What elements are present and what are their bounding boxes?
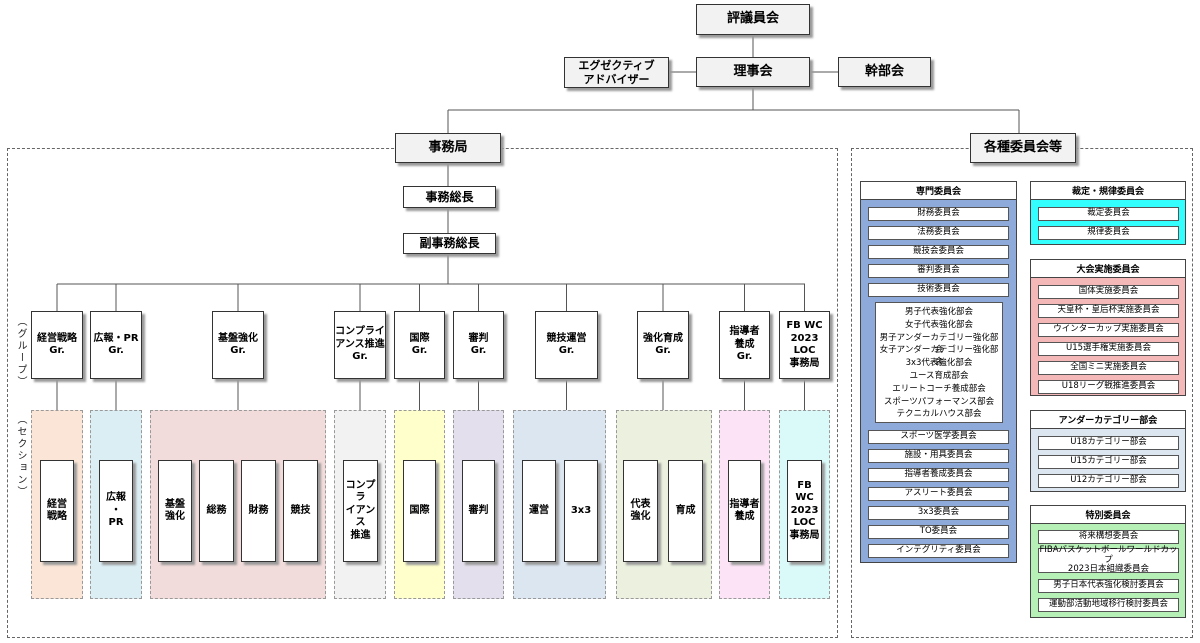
group-box: 基盤強化 Gr. bbox=[212, 311, 264, 379]
group-box: 広報・PR Gr. bbox=[90, 311, 142, 379]
panel-title: 裁定・規律委員会 bbox=[1031, 182, 1185, 200]
committee-item: 審判委員会 bbox=[868, 264, 1009, 278]
section-box: 競技 bbox=[283, 460, 318, 562]
section-box: 指導者 養成 bbox=[728, 460, 761, 562]
council-box: 評議員会 bbox=[696, 4, 810, 35]
committee-item: スポーツ医学委員会 bbox=[868, 430, 1009, 444]
executive-box: 幹部会 bbox=[838, 57, 931, 87]
section-box: コンプラ イアンス 推進 bbox=[343, 460, 378, 562]
section-box: 3x3 bbox=[564, 460, 598, 562]
committee-item: U18リーグ戦推進委員会 bbox=[1038, 380, 1179, 394]
sub-committee-item: 男子アンダーカテゴリー強化部会 bbox=[879, 332, 999, 355]
committee-item: 指導者養成委員会 bbox=[868, 468, 1009, 482]
committee-item: TO委員会 bbox=[868, 525, 1009, 539]
section-label: （セクション） bbox=[15, 414, 26, 498]
committee-item: アスリート委員会 bbox=[868, 487, 1009, 501]
committee-item: U18カテゴリー部会 bbox=[1038, 436, 1179, 450]
sub-committee-item: 男子代表強化部会 bbox=[904, 307, 973, 317]
section-box: 基盤 強化 bbox=[158, 460, 192, 562]
section-box: 総務 bbox=[199, 460, 234, 562]
group-box: 競技運営 Gr. bbox=[535, 311, 598, 379]
sub-committee-item: スポーツパフォーマンス部会 bbox=[883, 396, 995, 407]
panel-title: アンダーカテゴリー部会 bbox=[1031, 411, 1185, 429]
board-box: 理事会 bbox=[696, 57, 810, 87]
group-box: 経営戦略 Gr. bbox=[31, 311, 83, 379]
sub-committee-box: 男子代表強化部会女子代表強化部会男子アンダーカテゴリー強化部会女子アンダーカテゴ… bbox=[875, 302, 1003, 423]
committee-item: 運動部活動地域移行検討委員会 bbox=[1038, 598, 1179, 612]
sub-committee-item: エリートコーチ養成部会 bbox=[892, 383, 986, 394]
group-box: 国際 Gr. bbox=[394, 311, 445, 379]
panel-title: 特別委員会 bbox=[1031, 506, 1185, 524]
committee-item: 裁定委員会 bbox=[1038, 207, 1179, 221]
committee-item: 将来構想委員会 bbox=[1038, 530, 1179, 544]
panel-under: アンダーカテゴリー部会 U18カテゴリー部会 U15カテゴリー部会 U12カテゴリー部… bbox=[1030, 410, 1186, 492]
committee-item: 施設・用具委員会 bbox=[868, 449, 1009, 463]
committee-item: 財務委員会 bbox=[868, 207, 1009, 221]
section-box: 財務 bbox=[241, 460, 276, 562]
deputy-secretary-general-box: 副事務総長 bbox=[403, 233, 496, 254]
committee-item: 全国ミニ実施委員会 bbox=[1038, 361, 1179, 375]
committee-item: 3x3委員会 bbox=[868, 506, 1009, 520]
committee-item: U15選手権実施委員会 bbox=[1038, 342, 1179, 356]
committee-item: 男子日本代表強化検討委員会 bbox=[1038, 579, 1179, 593]
sub-committee-item: ユース育成部会 bbox=[909, 371, 969, 381]
committee-item: インテグリティ委員会 bbox=[868, 544, 1009, 558]
sub-committee-item: 3x3代表強化部会 bbox=[905, 358, 973, 369]
panel-title: 大会実施委員会 bbox=[1031, 260, 1185, 278]
panel-senmon: 専門委員会財務委員会法務委員会競技会委員会審判委員会技術委員会男子代表強化部会女… bbox=[860, 181, 1017, 563]
secretary-general-box: 事務総長 bbox=[403, 186, 496, 208]
committee-item: 規律委員会 bbox=[1038, 226, 1179, 240]
committee-item: U15カテゴリー部会 bbox=[1038, 455, 1179, 469]
committee-item: 技術委員会 bbox=[868, 283, 1009, 297]
group-box: コンプライ アンス推進 Gr. bbox=[334, 311, 386, 379]
sub-committee-item: 女子アンダーカテゴリー強化部会 bbox=[879, 345, 999, 368]
sub-committee-item: 女子代表強化部会 bbox=[904, 319, 973, 330]
group-box: 強化育成 Gr. bbox=[637, 311, 689, 379]
section-box: FB WC 2023 LOC 事務局 bbox=[787, 460, 822, 562]
committee-item: 競技会委員会 bbox=[868, 245, 1009, 259]
panel-saitei: 裁定・規律委員会裁定委員会規律委員会 bbox=[1030, 181, 1186, 245]
group-label: （グループ） bbox=[15, 316, 26, 388]
committee-item: 法務委員会 bbox=[868, 226, 1009, 240]
committee-item: 国体実施委員会 bbox=[1038, 285, 1179, 299]
committee-item: FIBAバスケットボールワールドカップ 2023日本組織委員会 bbox=[1038, 544, 1179, 575]
advisor-box: エグゼクティブ アドバイザー bbox=[564, 57, 669, 88]
section-box: 運営 bbox=[522, 460, 556, 562]
panel-taikai: 大会実施委員会国体実施委員会天皇杯・皇后杯実施委員会ウインターカップ実施委員会 U… bbox=[1030, 259, 1186, 396]
group-box: FB WC 2023 LOC 事務局 bbox=[779, 311, 830, 379]
group-box: 審判 Gr. bbox=[453, 311, 504, 379]
panel-title: 専門委員会 bbox=[861, 182, 1016, 200]
secretariat-box: 事務局 bbox=[395, 133, 501, 163]
section-box: 育成 bbox=[668, 460, 703, 562]
section-box: 国際 bbox=[403, 460, 436, 562]
committee-item: U12カテゴリー部会 bbox=[1038, 474, 1179, 488]
committee-item: 天皇杯・皇后杯実施委員会 bbox=[1038, 304, 1179, 318]
committees-box: 各種委員会等 bbox=[970, 133, 1076, 163]
section-box: 審判 bbox=[462, 460, 495, 562]
committee-item: ウインターカップ実施委員会 bbox=[1038, 323, 1179, 337]
sub-committee-item: テクニカルハウス部会 bbox=[896, 409, 982, 420]
section-box: 広報 ・ PR bbox=[99, 460, 133, 562]
section-box: 代表 強化 bbox=[623, 460, 658, 562]
group-box: 指導者 養成 Gr. bbox=[719, 311, 770, 379]
section-box: 経営 戦略 bbox=[40, 460, 74, 562]
